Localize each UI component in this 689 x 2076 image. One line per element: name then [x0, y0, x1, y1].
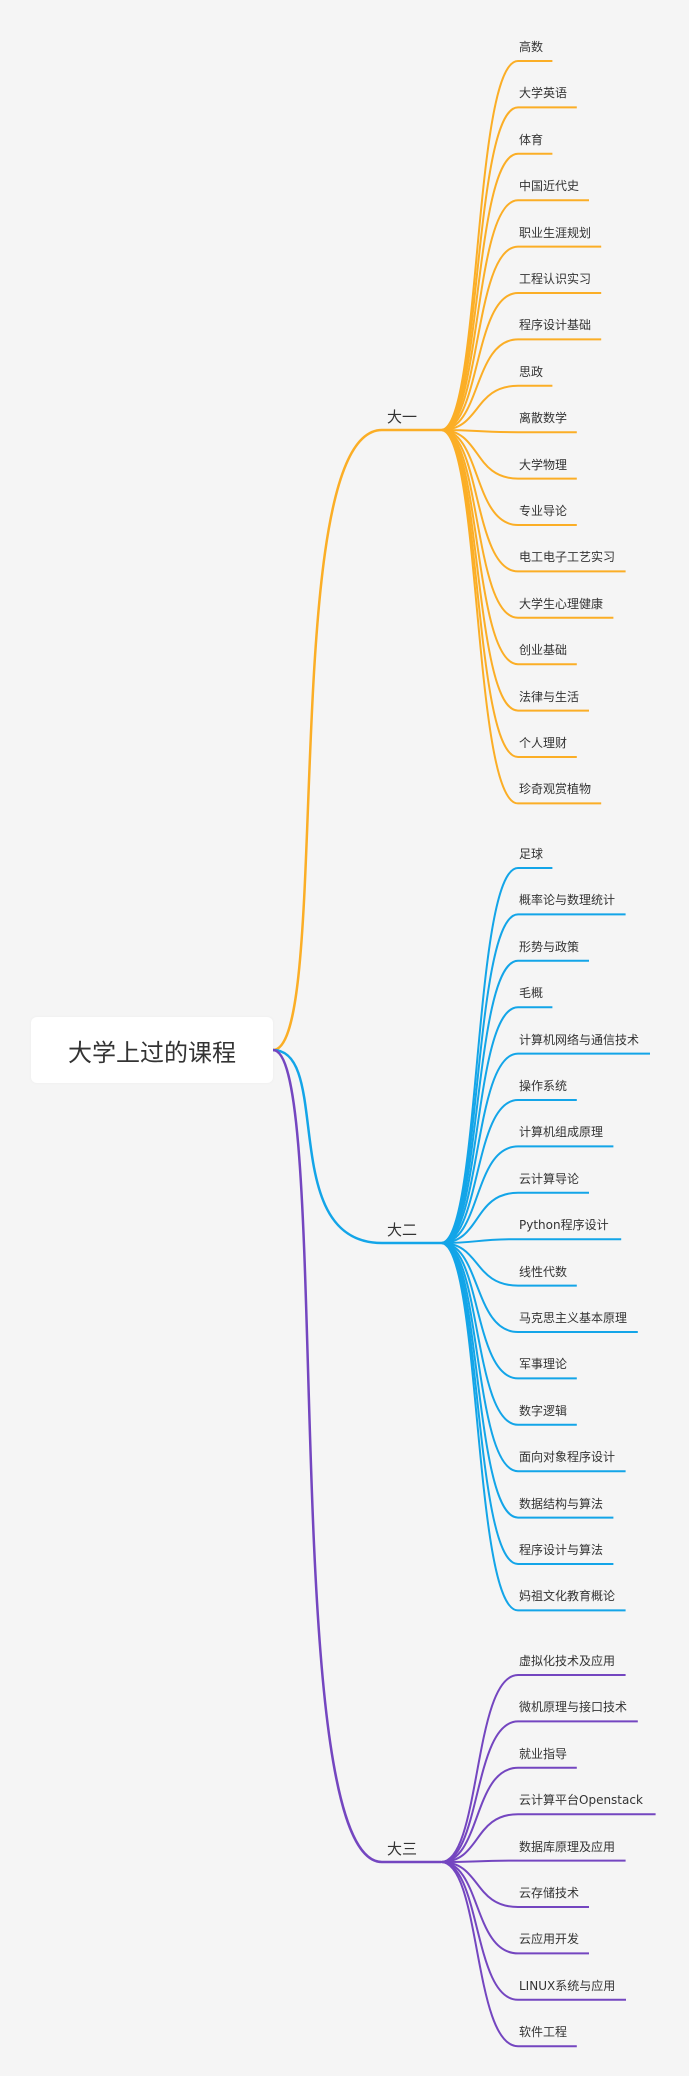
- leaf-topic[interactable]: 操作系统: [519, 1079, 568, 1093]
- leaf-topic[interactable]: 大学英语: [519, 86, 568, 101]
- leaf-topic[interactable]: 专业导论: [519, 504, 568, 518]
- leaf-topic[interactable]: 数据库原理及应用: [519, 1839, 616, 1854]
- leaf-topic[interactable]: 程序设计与算法: [519, 1543, 604, 1557]
- leaf-topic[interactable]: Python程序设计: [519, 1218, 609, 1233]
- leaf-connector: [440, 245, 519, 431]
- leaf-connector: [440, 1242, 519, 1380]
- leaf-topic[interactable]: 军事理论: [519, 1357, 568, 1372]
- leaf-connector: [440, 1766, 519, 1863]
- leaf-connector: [440, 429, 519, 758]
- leaf-topic[interactable]: 电工电子工艺实习: [519, 550, 616, 565]
- leaf-connector: [440, 292, 519, 431]
- leaf-topic[interactable]: 软件工程: [519, 2025, 568, 2040]
- leaf-topic[interactable]: 线性代数: [519, 1264, 568, 1279]
- leaf-topic[interactable]: 工程认识实习: [519, 272, 592, 286]
- leaf-topic[interactable]: 计算机组成原理: [519, 1125, 604, 1140]
- leaf-connector: [440, 1052, 519, 1244]
- leaf-connector: [440, 959, 519, 1244]
- leaf-connector: [440, 384, 519, 431]
- leaf-connector: [440, 1859, 519, 1863]
- leaf-connector: [440, 1861, 519, 2001]
- leaf-topic[interactable]: 思政: [519, 364, 544, 379]
- leaf-topic[interactable]: 程序设计基础: [519, 318, 592, 333]
- leaf-topic[interactable]: 高数: [519, 40, 544, 54]
- leaf-connector: [440, 1006, 519, 1244]
- leaf-connector: [440, 1242, 519, 1426]
- root-branch-connector: [272, 428, 383, 1052]
- root-branch-connector: [272, 1048, 383, 1864]
- leaf-topic[interactable]: 云应用开发: [519, 1932, 580, 1947]
- leaf-connector: [440, 338, 519, 431]
- leaf-connector: [440, 152, 519, 431]
- leaf-connector: [440, 1238, 519, 1244]
- leaf-topic[interactable]: 中国近代史: [519, 179, 580, 194]
- root-topic-title: 大学上过的课程: [68, 1038, 236, 1067]
- leaf-topic[interactable]: 妈祖文化教育概论: [519, 1589, 616, 1604]
- leaf-topic[interactable]: 个人理财: [519, 736, 568, 750]
- leaf-connector: [440, 1242, 519, 1333]
- leaf-connector: [440, 1099, 519, 1244]
- leaf-topic[interactable]: 创业基础: [519, 643, 568, 658]
- leaf-topic[interactable]: 毛概: [519, 986, 544, 1001]
- leaf-connector: [440, 429, 519, 619]
- leaf-connector: [440, 1242, 519, 1612]
- leaf-topic[interactable]: 数字逻辑: [519, 1403, 568, 1418]
- leaf-connector: [440, 1242, 519, 1287]
- leaf-topic[interactable]: 云计算平台Openstack: [519, 1793, 643, 1808]
- leaf-topic[interactable]: 计算机网络与通信技术: [519, 1032, 640, 1047]
- leaf-topic[interactable]: 云存储技术: [519, 1886, 580, 1900]
- leaf-connector: [440, 429, 519, 480]
- leaf-topic[interactable]: 虚拟化技术及应用: [519, 1654, 616, 1668]
- leaf-topic[interactable]: 就业指导: [519, 1746, 568, 1761]
- leaf-connector: [440, 199, 519, 431]
- leaf-connector: [440, 429, 519, 573]
- branch-topic[interactable]: 大一: [384, 406, 421, 428]
- leaf-connector: [440, 429, 519, 712]
- branch-topic[interactable]: 大二: [384, 1219, 421, 1241]
- leaf-topic[interactable]: 大学物理: [519, 457, 568, 472]
- leaf-connector: [440, 1861, 519, 2048]
- leaf-connector: [440, 429, 519, 434]
- leaf-connector: [440, 429, 519, 805]
- leaf-connector: [440, 1191, 519, 1244]
- leaf-topic[interactable]: 马克思主义基本原理: [519, 1311, 628, 1325]
- leaf-connector: [440, 1145, 519, 1244]
- leaf-connector: [440, 1813, 519, 1863]
- leaf-connector: [440, 429, 519, 526]
- leaf-topic[interactable]: 云计算导论: [519, 1171, 580, 1186]
- leaf-topic[interactable]: 职业生涯规划: [519, 225, 592, 240]
- leaf-topic[interactable]: 大学生心理健康: [519, 596, 604, 611]
- leaf-topic[interactable]: 形势与政策: [519, 939, 580, 954]
- root-topic[interactable]: 大学上过的课程: [31, 1017, 273, 1083]
- branch-topic[interactable]: 大三: [384, 1838, 421, 1860]
- leaf-topic[interactable]: 珍奇观赏植物: [519, 782, 592, 797]
- root-branch-connector: [272, 1048, 383, 1245]
- leaf-topic[interactable]: 概率论与数理统计: [519, 893, 616, 908]
- leaf-connector: [440, 1720, 519, 1863]
- leaf-connector: [440, 1861, 519, 1908]
- leaf-topic[interactable]: 微机原理与接口技术: [519, 1700, 628, 1715]
- leaf-connector: [440, 1674, 519, 1863]
- leaf-connector: [440, 1861, 519, 1955]
- leaf-topic[interactable]: 体育: [519, 132, 544, 147]
- leaf-topic[interactable]: 数据结构与算法: [519, 1496, 604, 1511]
- leaf-topic[interactable]: 法律与生活: [519, 689, 580, 704]
- leaf-topic[interactable]: 足球: [519, 847, 544, 861]
- leaf-topic[interactable]: 面向对象程序设计: [519, 1450, 616, 1465]
- leaf-topic[interactable]: 离散数学: [519, 411, 568, 426]
- leaf-topic[interactable]: LINUX系统与应用: [519, 1978, 616, 1993]
